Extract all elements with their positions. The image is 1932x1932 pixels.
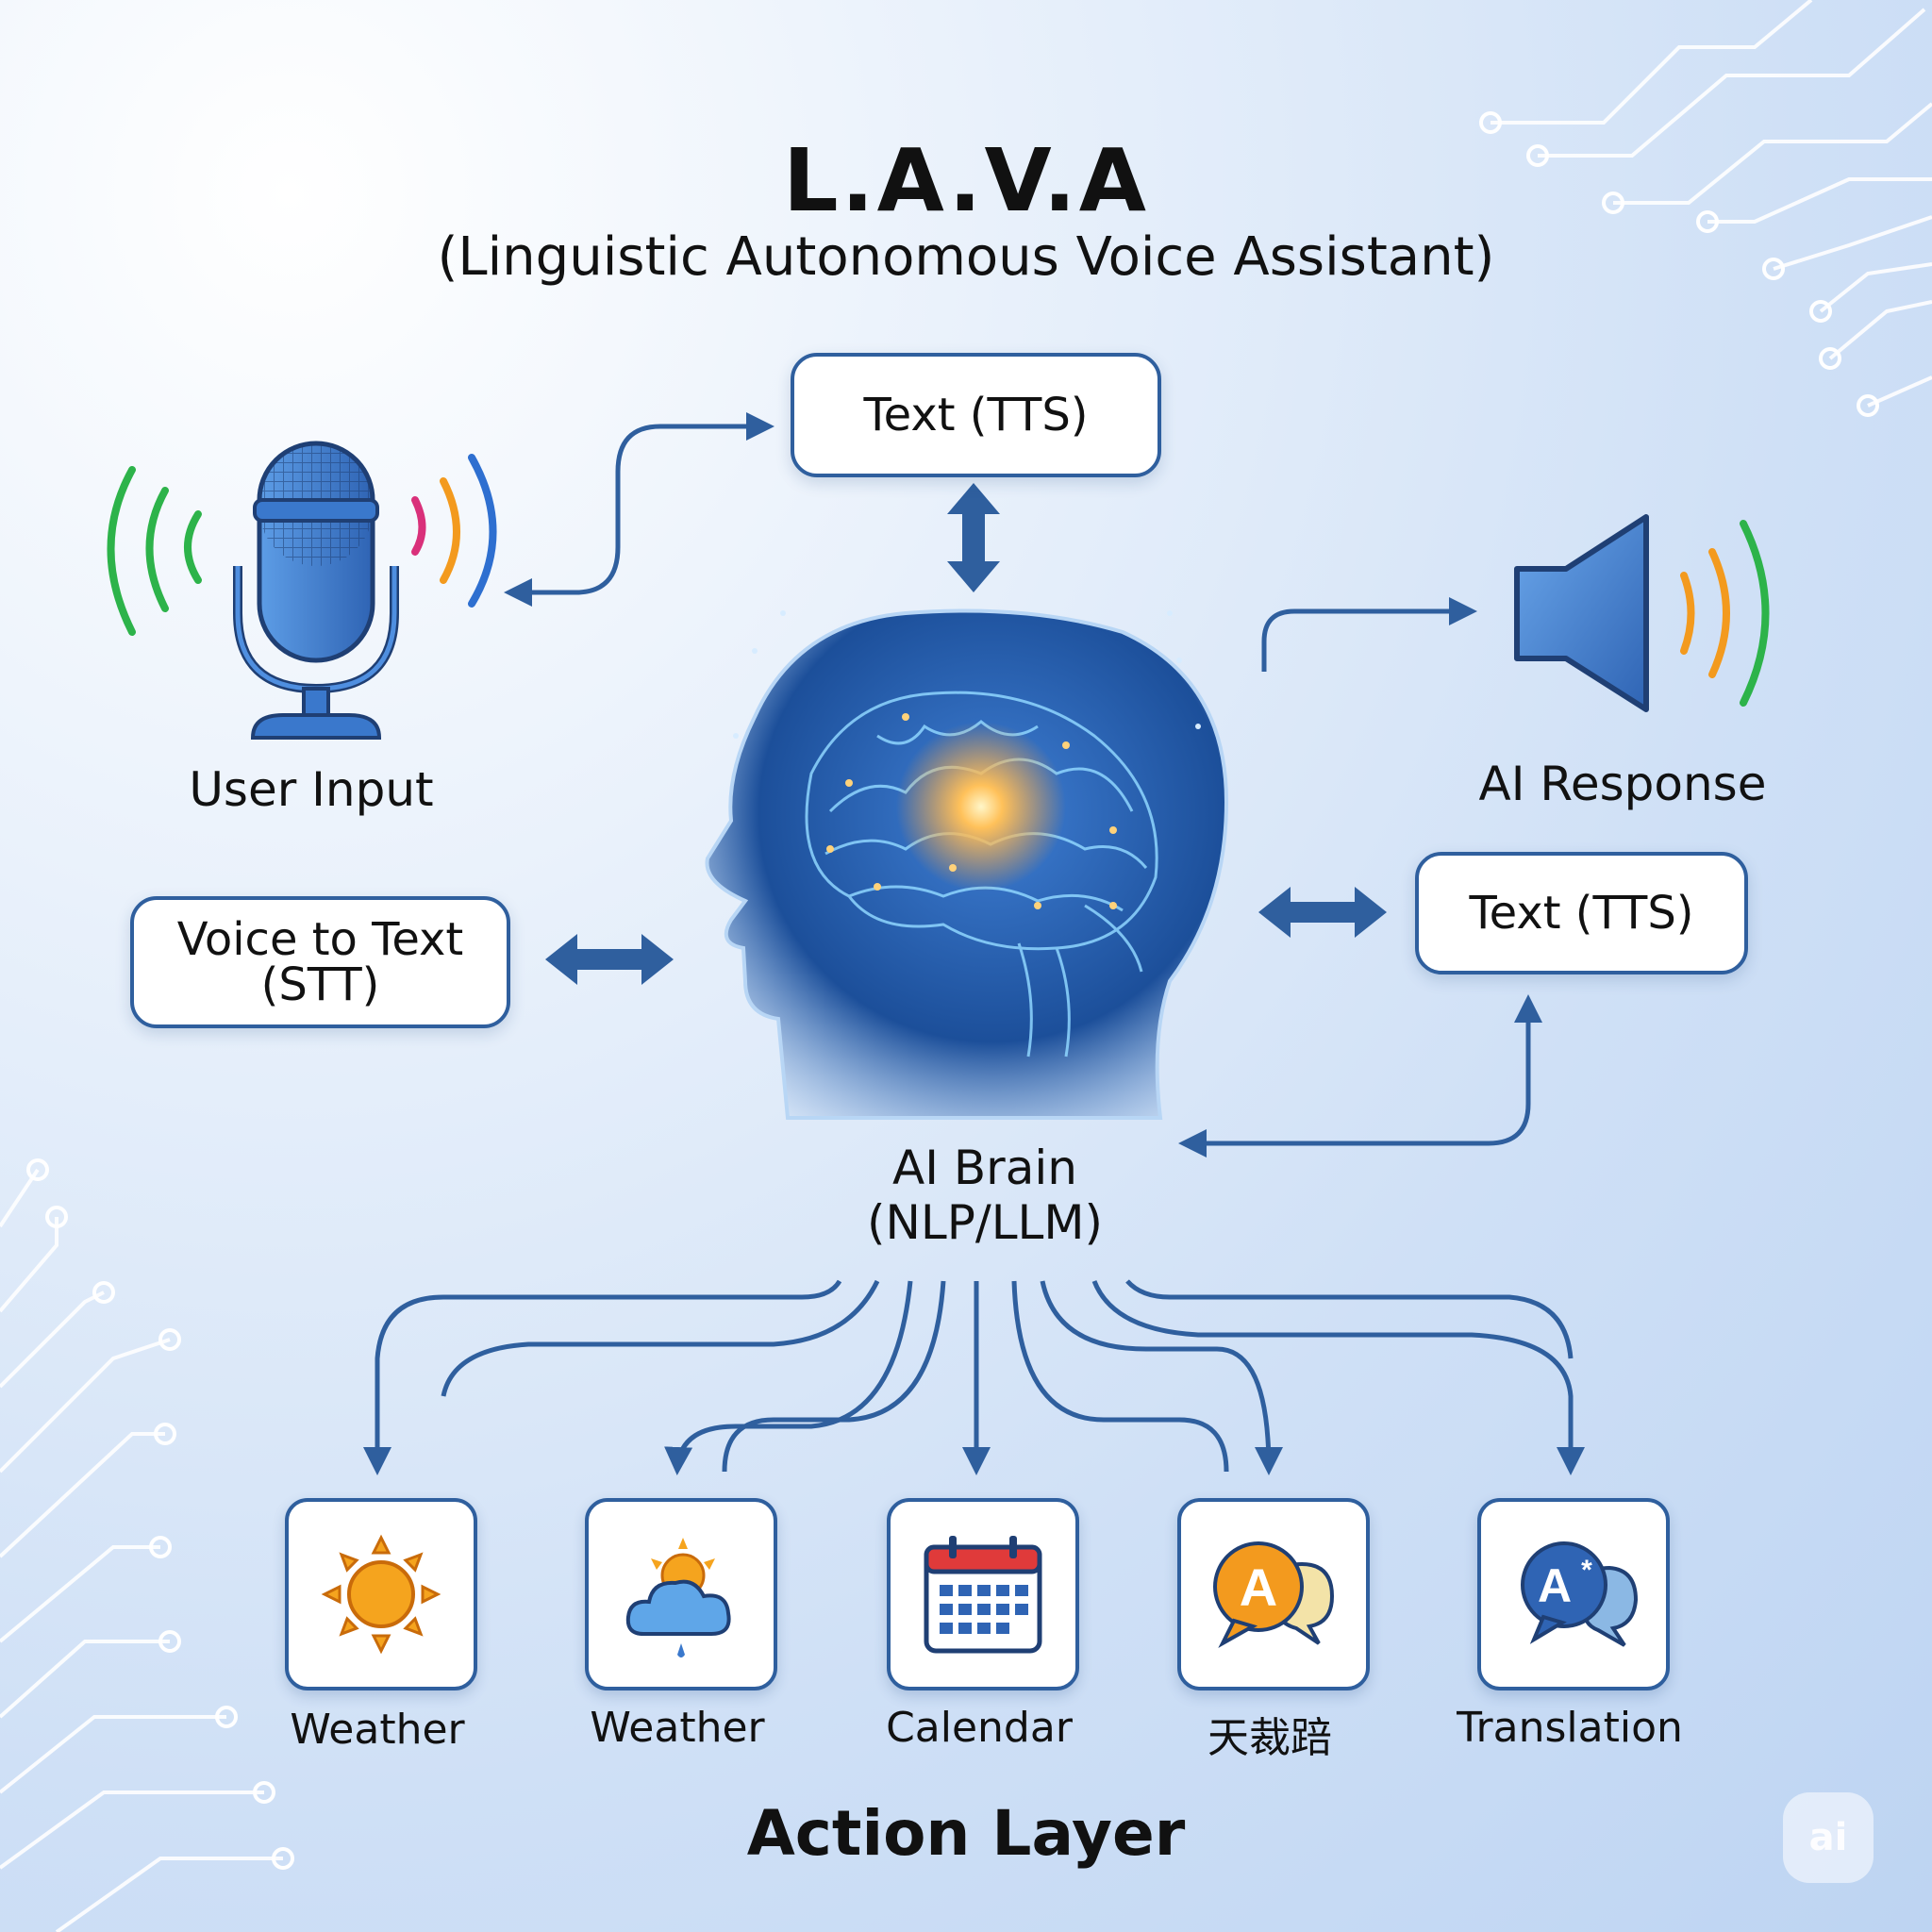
sun-icon xyxy=(321,1534,441,1655)
ai-brain-label: AI Brain (NLP/LLM) xyxy=(777,1141,1192,1250)
tts-top-box: Text (TTS) xyxy=(791,353,1161,477)
svg-text:A: A xyxy=(1240,1557,1277,1617)
cloud-sun-icon xyxy=(625,1538,731,1657)
tts-top-label: Text (TTS) xyxy=(863,389,1089,441)
tts-right-box: Text (TTS) xyxy=(1415,852,1748,974)
stt-box: Voice to Text (STT) xyxy=(130,896,510,1028)
user-input-label: User Input xyxy=(189,762,434,817)
translation-bubbles-icon: A * xyxy=(1521,1541,1639,1647)
action-tile-translation: A * xyxy=(1477,1498,1670,1690)
tts-right-label: Text (TTS) xyxy=(1469,887,1694,940)
page-subtitle: (Linguistic Autonomous Voice Assistant) xyxy=(437,226,1495,288)
calendar-icon xyxy=(924,1536,1042,1654)
action-tile-weather-cloud xyxy=(585,1498,777,1690)
ai-brain-label-line1: AI Brain xyxy=(892,1141,1077,1195)
action-label-translation: Translation xyxy=(1457,1704,1683,1752)
svg-text:A: A xyxy=(1538,1559,1572,1612)
chat-bubbles-a-icon: A xyxy=(1213,1541,1335,1648)
action-tile-weather-sun xyxy=(285,1498,477,1690)
page-title: L.A.V.A xyxy=(783,130,1149,231)
action-label-chinese: 天裁踣 xyxy=(1208,1714,1332,1762)
stt-box-line2: (STT) xyxy=(260,958,380,1011)
action-label-weather-1: Weather xyxy=(290,1706,465,1754)
speaker-icon xyxy=(1514,514,1770,712)
ai-watermark-badge: ai xyxy=(1783,1792,1874,1883)
action-tile-calendar xyxy=(887,1498,1079,1690)
action-layer-title: Action Layer xyxy=(746,1797,1186,1870)
stt-box-line1: Voice to Text xyxy=(176,913,464,966)
ai-response-label: AI Response xyxy=(1478,757,1767,811)
action-label-calendar: Calendar xyxy=(886,1704,1073,1752)
ai-brain-label-line2: (NLP/LLM) xyxy=(866,1194,1104,1250)
microphone-icon xyxy=(107,441,497,740)
action-label-weather-2: Weather xyxy=(590,1704,765,1752)
action-tile-chat: A xyxy=(1177,1498,1370,1690)
ai-brain-head-illustration xyxy=(705,608,1229,1120)
svg-text:*: * xyxy=(1581,1555,1592,1586)
